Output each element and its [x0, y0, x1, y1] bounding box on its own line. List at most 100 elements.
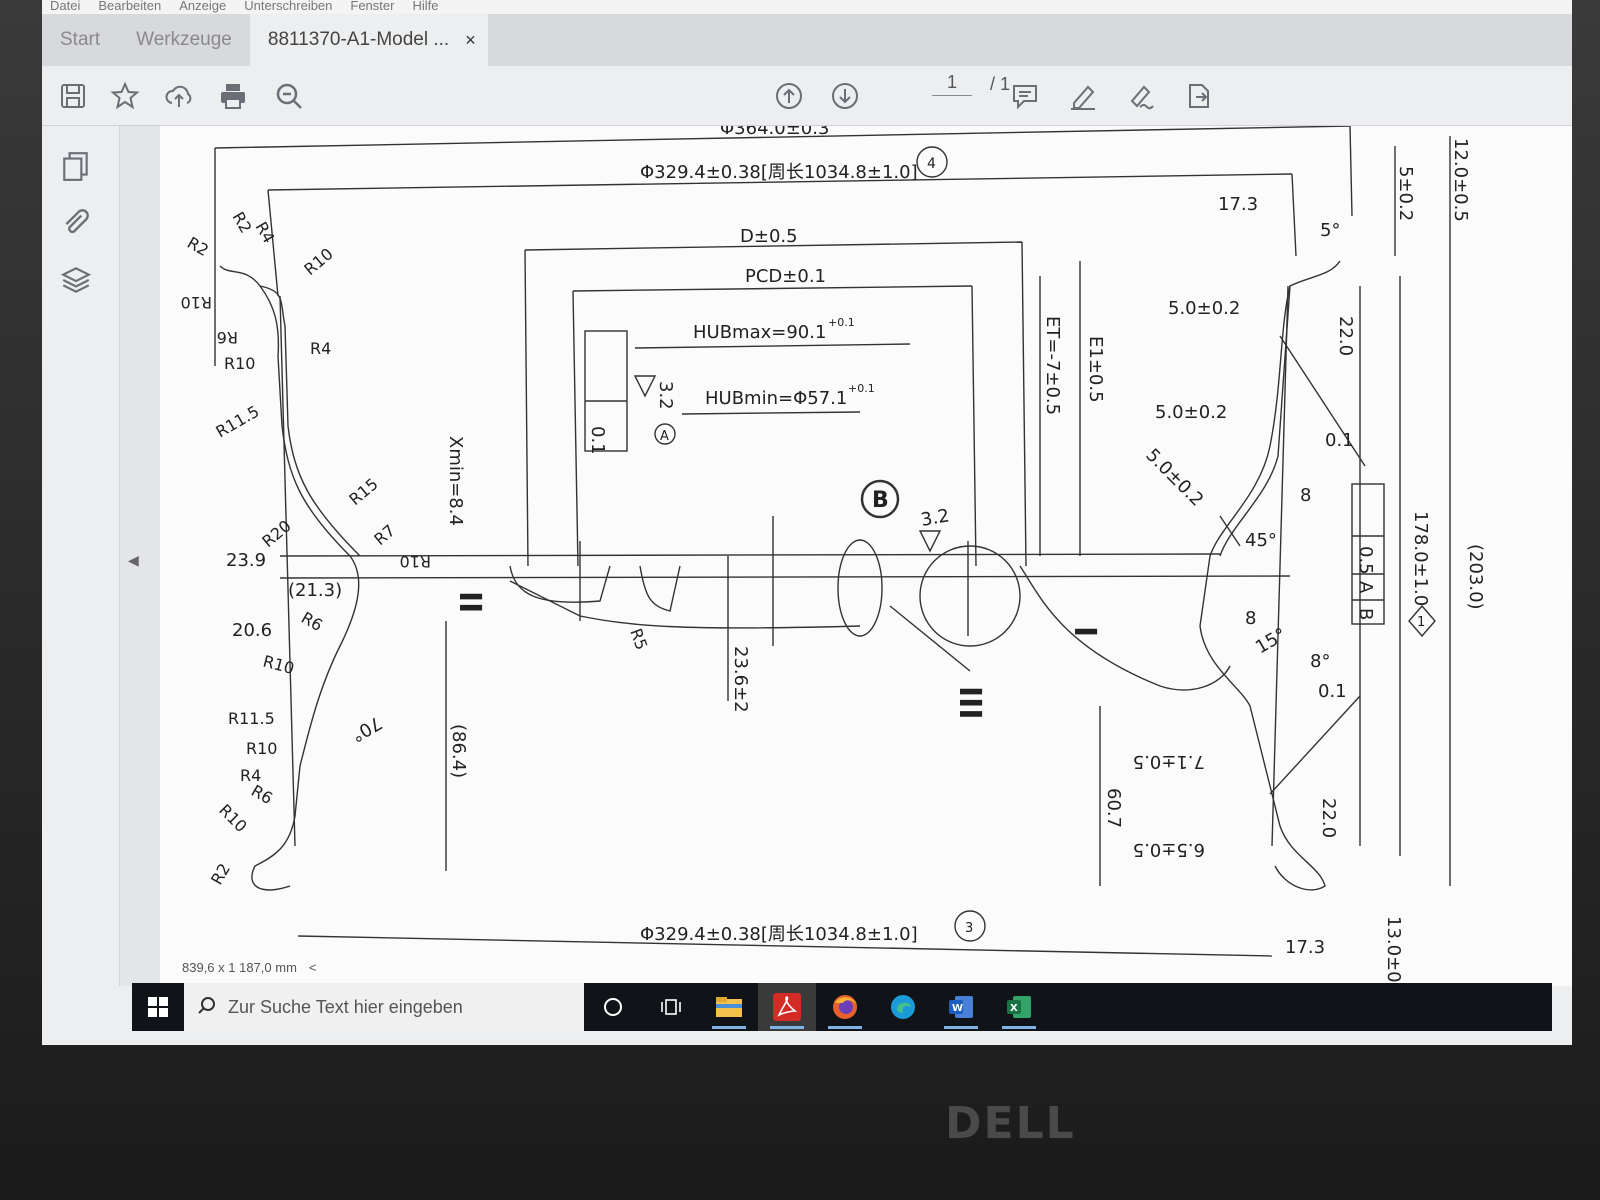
radius-r10c: R10: [224, 354, 255, 373]
share-icon[interactable]: [1182, 79, 1216, 113]
dim-23-9: 23.9: [226, 550, 266, 571]
radius-r2a: R2: [184, 233, 212, 260]
menu-help[interactable]: Hilfe: [412, 0, 439, 13]
zoom-icon[interactable]: [272, 79, 306, 113]
highlight-pen-icon[interactable]: [1066, 79, 1100, 113]
note-4: 4: [927, 156, 936, 172]
dim-et: ET=-7±0.5: [1042, 316, 1063, 415]
acrobat-icon[interactable]: [758, 983, 816, 1031]
scroll-left-icon[interactable]: <: [308, 960, 317, 975]
roughness-3-2b: 3.2: [919, 505, 951, 531]
dim-hubmin: HUBmin=Φ57.1: [705, 388, 847, 409]
toolbar: [42, 66, 1572, 126]
collapse-arrow-icon[interactable]: ◀: [128, 552, 139, 568]
pages-icon[interactable]: [60, 150, 92, 182]
dim-01a: 0.1: [1325, 430, 1354, 451]
dim-hubmin-tol: +0.1: [848, 382, 875, 395]
radius-r11-5b: R11.5: [228, 709, 275, 728]
tolerance-0-1: 0.1: [587, 426, 608, 455]
dim-d364: Φ364.0±0.3: [720, 126, 829, 139]
navigation-pane: [120, 126, 160, 986]
cortana-icon[interactable]: [584, 983, 642, 1031]
tab-tools[interactable]: Werkzeuge: [136, 29, 232, 50]
section-iii: III: [952, 686, 987, 720]
dim-hubmax-tol: +0.1: [828, 316, 855, 329]
search-icon: [198, 996, 216, 1019]
page-down-icon[interactable]: [828, 79, 862, 113]
tab-document[interactable]: 8811370-A1-Model ... ×: [249, 14, 488, 66]
tab-document-title: 8811370-A1-Model ...: [267, 29, 450, 50]
word-icon[interactable]: W: [932, 983, 990, 1031]
dim-5-02: 5±0.2: [1395, 166, 1416, 221]
status-bar: 839,6 x 1 187,0 mm <: [182, 960, 317, 975]
radius-r2d: R2: [207, 860, 234, 888]
section-i: I: [1067, 626, 1102, 637]
menu-view[interactable]: Anzeige: [179, 0, 227, 13]
dim-45: 45°: [1245, 530, 1277, 551]
radius-r4a: R4: [252, 219, 279, 247]
search-placeholder: Zur Suche Text hier eingeben: [228, 996, 463, 1017]
close-icon[interactable]: ×: [465, 29, 476, 50]
task-view-icon[interactable]: [642, 983, 700, 1031]
radius-r20: R20: [258, 516, 294, 551]
page-number-input[interactable]: 1: [932, 72, 972, 96]
radius-r11-5a: R11.5: [213, 402, 263, 442]
dim-d329-top: Φ329.4±0.38[周长1034.8±1.0]: [640, 162, 918, 183]
dim-pcd: PCD±0.1: [745, 266, 826, 287]
dim-7-1: 7.1±0.5: [1133, 751, 1205, 772]
dim-22a: 22.0: [1335, 316, 1356, 356]
dim-5c: 5.0±0.2: [1141, 445, 1207, 511]
radius-r10d: R10: [400, 552, 431, 571]
radius-r6c: R6: [248, 781, 276, 808]
dim-8b: 8: [1245, 608, 1256, 629]
dim-6-5: 6.5±0.5: [1133, 839, 1205, 860]
page-size-label: 839,6 x 1 187,0 mm: [182, 960, 297, 975]
radius-r10f: R10: [246, 739, 277, 758]
attachment-icon[interactable]: [60, 206, 92, 238]
dim-23-6: 23.6±2: [730, 646, 751, 713]
file-explorer-icon[interactable]: [700, 983, 758, 1031]
print-icon[interactable]: [216, 79, 250, 113]
tab-start[interactable]: Start: [60, 29, 101, 50]
datum-b: B: [872, 488, 889, 513]
dim-8c: 8°: [1310, 651, 1330, 672]
dim-5b: 5.0±0.2: [1155, 402, 1227, 423]
edge-icon[interactable]: [874, 983, 932, 1031]
dim-21-3: (21.3): [288, 580, 342, 601]
comment-icon[interactable]: [1008, 79, 1042, 113]
sign-icon[interactable]: [1124, 79, 1158, 113]
radius-r10e: R10: [261, 652, 296, 679]
layers-icon[interactable]: [60, 264, 92, 296]
bookmark-star-icon[interactable]: [108, 79, 142, 113]
firefox-icon[interactable]: [816, 983, 874, 1031]
radius-r10a: R10: [300, 244, 336, 279]
taskbar-search[interactable]: Zur Suche Text hier eingeben: [184, 983, 584, 1031]
menu-window[interactable]: Fenster: [350, 0, 395, 13]
menu-sign[interactable]: Unterschreiben: [244, 0, 333, 13]
tab-bar: Start Werkzeuge 8811370-A1-Model ... ×: [42, 14, 1572, 66]
radius-r6b: R6: [298, 608, 326, 635]
dim-22b: 22.0: [1318, 798, 1339, 838]
technical-drawing: Φ364.0±0.3 Φ329.4±0.38[周长1034.8±1.0] 4 D…: [181, 126, 1486, 986]
windows-start-icon[interactable]: [132, 983, 184, 1031]
dim-17-bottom: 17.3: [1285, 937, 1325, 958]
menu-edit[interactable]: Bearbeiten: [98, 0, 162, 13]
excel-icon[interactable]: X: [990, 983, 1048, 1031]
roughness-3-2a: 3.2: [655, 381, 676, 410]
cloud-upload-icon[interactable]: [162, 79, 196, 113]
save-icon[interactable]: [56, 79, 90, 113]
dim-20-6: 20.6: [232, 620, 272, 641]
page-navigator: 1 / 1: [932, 72, 1010, 96]
page-up-icon[interactable]: [772, 79, 806, 113]
menu-file[interactable]: Datei: [50, 0, 81, 13]
radius-r6a: R6: [217, 328, 238, 347]
dim-5a: 5.0±0.2: [1168, 298, 1240, 319]
dim-angle-5: 5°: [1320, 220, 1340, 241]
dim-12: 12.0±0.5: [1450, 138, 1471, 222]
radius-r4c: R4: [240, 766, 261, 785]
dim-d329-bottom: Φ329.4±0.38[周长1034.8±1.0]: [640, 924, 918, 945]
document-canvas: Φ364.0±0.3 Φ329.4±0.38[周长1034.8±1.0] 4 D…: [160, 126, 1572, 986]
dim-15: 15°: [1252, 624, 1290, 658]
radius-r10g: R10: [215, 800, 251, 836]
